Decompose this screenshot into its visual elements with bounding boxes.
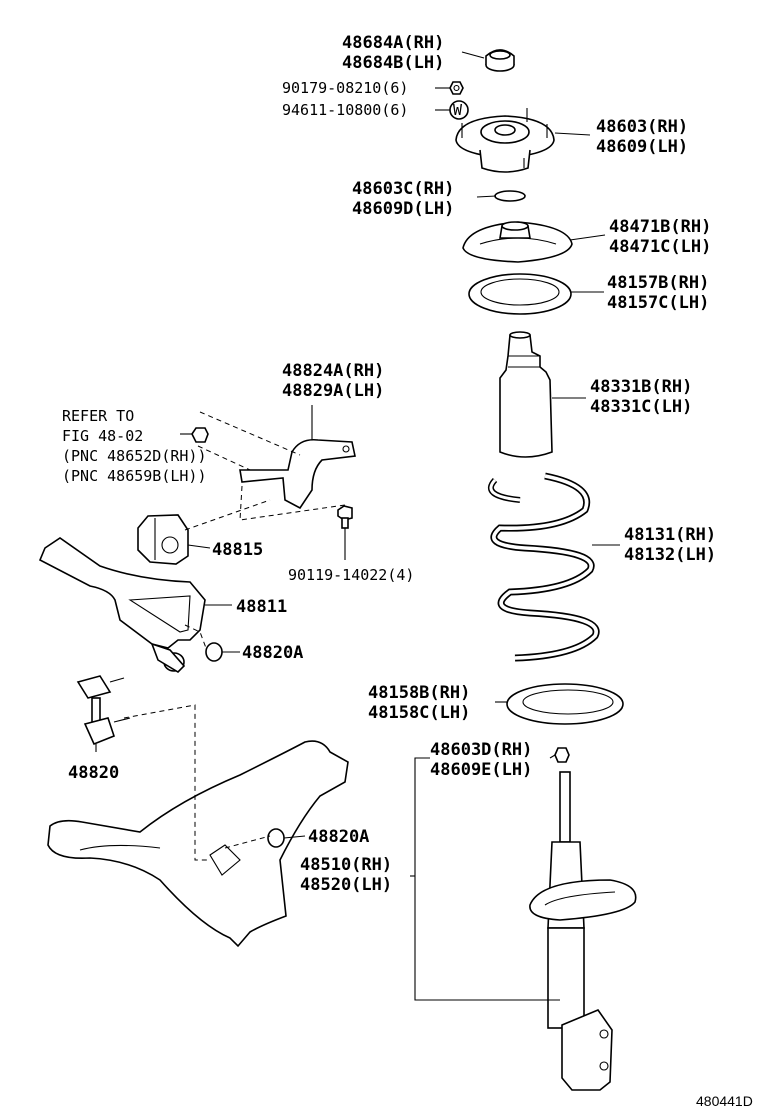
label-48520: 48520(LH)	[300, 875, 392, 895]
label-48603c: 48603C(RH)	[352, 179, 454, 199]
label-94611: 94611-10800(6)	[282, 101, 408, 119]
label-48824a: 48824A(RH)	[282, 361, 384, 381]
stabilizer-link	[76, 675, 131, 746]
coil-spring	[487, 472, 600, 662]
mount-cap	[485, 49, 515, 72]
lower-arm	[47, 740, 349, 948]
label-refer-fig: FIG 48-02	[62, 427, 143, 445]
stabilizer-bar	[38, 537, 206, 674]
label-48603: 48603(RH)	[596, 117, 688, 137]
refer-nut	[191, 427, 209, 443]
bump-stopper	[499, 331, 553, 458]
label-48132: 48132(LH)	[624, 545, 716, 565]
upper-washer	[494, 190, 526, 202]
label-48609: 48609(LH)	[596, 137, 688, 157]
label-refer-pnc-lh: (PNC 48659B(LH))	[62, 467, 207, 485]
label-48609d: 48609D(LH)	[352, 199, 454, 219]
upper-insulator	[468, 273, 572, 315]
label-48471c: 48471C(LH)	[609, 237, 711, 257]
label-refer-pnc-rh: (PNC 48652D(RH))	[62, 447, 207, 465]
lock-washer: W	[449, 100, 469, 120]
label-48603d: 48603D(RH)	[430, 740, 532, 760]
label-48158b: 48158B(RH)	[368, 683, 470, 703]
labels: 48684A(RH) 48684B(LH) 90179-08210(6) 946…	[62, 33, 753, 1109]
link-bushing-upper	[205, 642, 223, 662]
label-90179: 90179-08210(6)	[282, 79, 408, 97]
strut-mount-support	[455, 108, 555, 173]
stabilizer-bracket	[239, 438, 356, 510]
label-48331b: 48331B(RH)	[590, 377, 692, 397]
leader-lines	[95, 51, 620, 1001]
label-48820a-lower: 48820A	[308, 827, 369, 847]
label-48331c: 48331C(LH)	[590, 397, 692, 417]
label-48684a: 48684A(RH)	[342, 33, 444, 53]
label-refer-to: REFER TO	[62, 407, 134, 425]
figure-id: 480441D	[696, 1093, 753, 1109]
label-90119: 90119-14022(4)	[288, 566, 414, 584]
label-48815: 48815	[212, 540, 263, 560]
label-48811: 48811	[236, 597, 287, 617]
label-48829a: 48829A(LH)	[282, 381, 384, 401]
lower-insulator	[506, 683, 624, 725]
label-48471b: 48471B(RH)	[609, 217, 711, 237]
shock-absorber	[529, 771, 637, 1091]
hex-nut	[449, 81, 464, 95]
label-48157b: 48157B(RH)	[607, 273, 709, 293]
label-48820a-upper: 48820A	[242, 643, 303, 663]
label-48609e: 48609E(LH)	[430, 760, 532, 780]
flange-bolt	[337, 505, 353, 529]
strut-nut	[554, 747, 570, 763]
upper-spring-seat	[462, 221, 573, 263]
label-48820: 48820	[68, 763, 119, 783]
label-48157c: 48157C(LH)	[607, 293, 709, 313]
dashed-guides	[123, 411, 346, 861]
label-48158c: 48158C(LH)	[368, 703, 470, 723]
washer-mark: W	[453, 101, 463, 119]
label-48131: 48131(RH)	[624, 525, 716, 545]
link-bushing-lower	[267, 828, 285, 848]
stabilizer-bushing	[137, 514, 189, 565]
label-48684b: 48684B(LH)	[342, 53, 444, 73]
label-48510: 48510(RH)	[300, 855, 392, 875]
